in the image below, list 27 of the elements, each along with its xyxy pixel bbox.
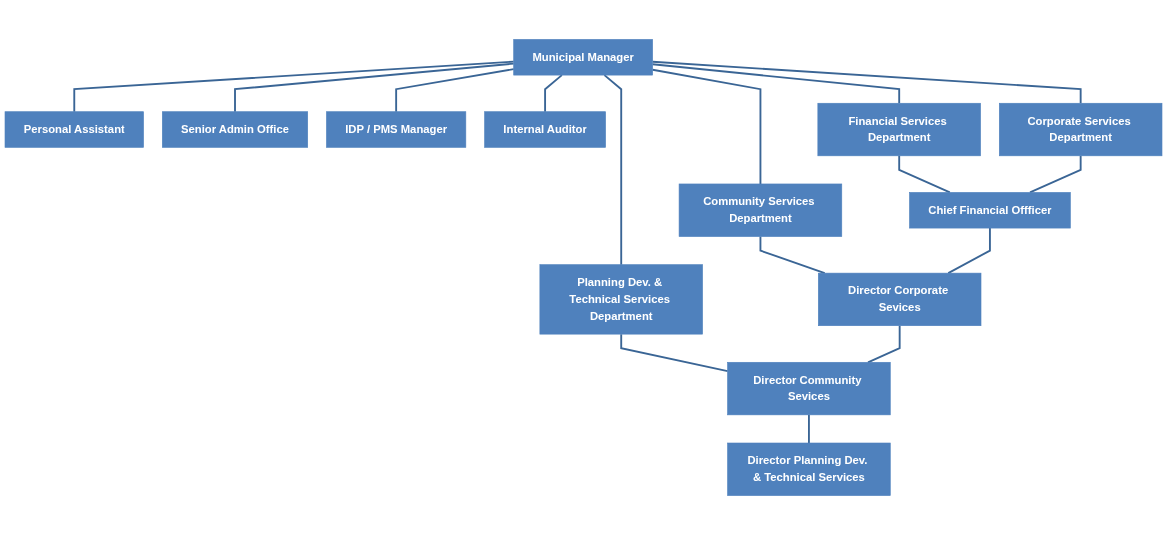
node-box: Planning Dev. & Technical Services Department	[539, 264, 703, 335]
node-box: Corporate Services Department	[999, 102, 1163, 157]
node-box: Personal Assistant	[4, 111, 144, 148]
connector	[1029, 154, 1082, 194]
connector	[73, 60, 515, 113]
connector	[947, 227, 991, 275]
connector	[651, 63, 901, 105]
node-box: Director Corporate Sevices	[818, 272, 982, 326]
connector	[603, 74, 623, 266]
connector	[651, 60, 1082, 105]
connector	[651, 68, 762, 185]
node-box: IDP / PMS Manager	[326, 111, 467, 148]
node-box: Senior Admin Office	[162, 111, 308, 148]
connector	[898, 154, 951, 194]
node-box: Community Services Department	[678, 183, 843, 237]
node-box: Financial Services Department	[817, 102, 981, 157]
connector	[759, 235, 826, 275]
connector	[395, 68, 515, 113]
connector	[620, 333, 729, 373]
node-box: Director Planning Dev. & Technical Services	[727, 442, 891, 496]
node-box: Chief Financial Offficer	[909, 192, 1071, 229]
node-box: Municipal Manager	[513, 39, 653, 76]
connector	[544, 74, 563, 113]
node-box: Internal Auditor	[484, 111, 606, 148]
connector	[808, 413, 810, 444]
connector	[234, 62, 515, 113]
node-box: Director Community Sevices	[727, 361, 891, 416]
